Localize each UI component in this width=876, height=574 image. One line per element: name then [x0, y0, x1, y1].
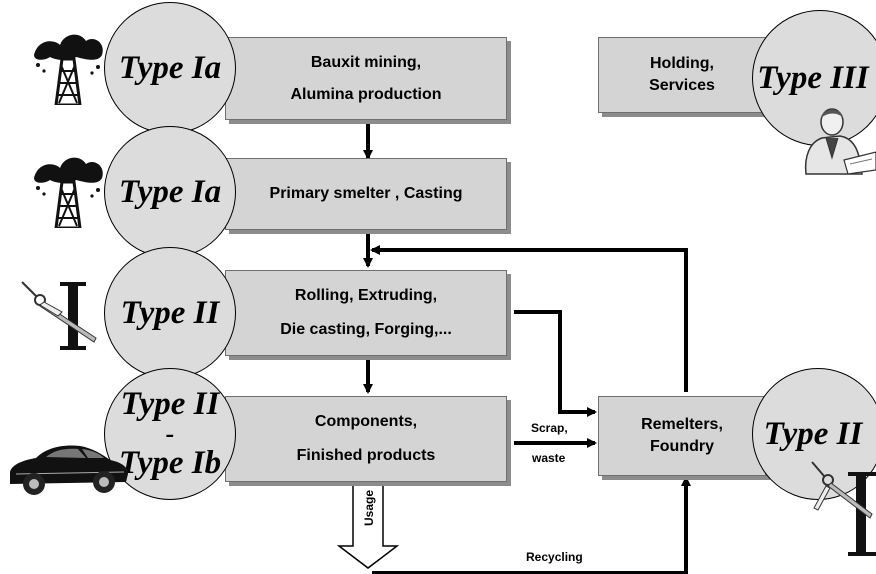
- box-components: Components, Finished products: [225, 396, 507, 482]
- scrap-label: Scrap,: [531, 421, 568, 435]
- box-holding-line2: Services: [649, 77, 715, 94]
- box-rolling-line1: Rolling, Extruding,: [294, 287, 438, 304]
- box-components-line1: Components,: [314, 413, 418, 430]
- box-rolling-line2: Die casting, Forging,...: [280, 321, 452, 338]
- box-holding-services: Holding, Services: [598, 37, 766, 113]
- box-remelters-line1: Remelters,: [641, 416, 723, 433]
- usage-label: Usage: [362, 490, 376, 526]
- arrow-recycled-metal-to-rolling: [370, 245, 688, 392]
- type-ia-label-1: Type Ia: [118, 49, 222, 86]
- type-ia-circle-2: Type Ia: [104, 126, 236, 258]
- box-components-line2: Finished products: [296, 447, 436, 464]
- arrow-rolling-scrap-to-remelters: [514, 310, 597, 417]
- oil-derrick-icon: [34, 157, 103, 228]
- box-primary-smelter: Primary smelter , Casting: [225, 158, 507, 230]
- type-iii-circle: Type III: [752, 10, 876, 146]
- box-remelters-line2: Foundry: [650, 438, 714, 455]
- type-ii-ib-circle: Type II - Type Ib: [104, 368, 236, 500]
- compass-icon: [21, 281, 97, 350]
- businessman-icon: [804, 108, 876, 175]
- type-ii-label-remelters: Type II: [763, 415, 863, 452]
- box-bauxit-line1: Bauxit mining,: [310, 53, 422, 71]
- oil-derrick-icon: [34, 34, 103, 105]
- type-ii-circle-rolling: Type II: [104, 247, 236, 379]
- car-icon: [10, 445, 128, 495]
- type-dash-label: -: [165, 419, 175, 448]
- arrow-recycling-to-remelters: [372, 476, 691, 574]
- type-ii-label-components: Type II: [120, 386, 220, 422]
- waste-label: waste: [532, 451, 566, 465]
- type-ii-label-rolling: Type II: [120, 294, 220, 331]
- usage-arrow: [336, 483, 400, 569]
- compass-icon: [811, 461, 876, 556]
- type-iii-label: Type III: [757, 59, 869, 96]
- type-ib-label: Type Ib: [118, 445, 222, 481]
- type-ia-label-2: Type Ia: [118, 173, 222, 210]
- box-bauxit-line2: Alumina production: [290, 85, 442, 103]
- box-bauxit-alumina: Bauxit mining, Alumina production: [225, 37, 507, 120]
- box-rolling-extruding: Rolling, Extruding, Die casting, Forging…: [225, 270, 507, 356]
- recycling-label: Recycling: [526, 550, 583, 564]
- type-ii-circle-remelters: Type II: [752, 368, 876, 500]
- type-ia-circle-1: Type Ia: [104, 2, 236, 134]
- box-smelter-label: Primary smelter , Casting: [269, 185, 463, 202]
- box-holding-line1: Holding,: [650, 55, 714, 72]
- box-remelters-foundry: Remelters, Foundry: [598, 396, 766, 476]
